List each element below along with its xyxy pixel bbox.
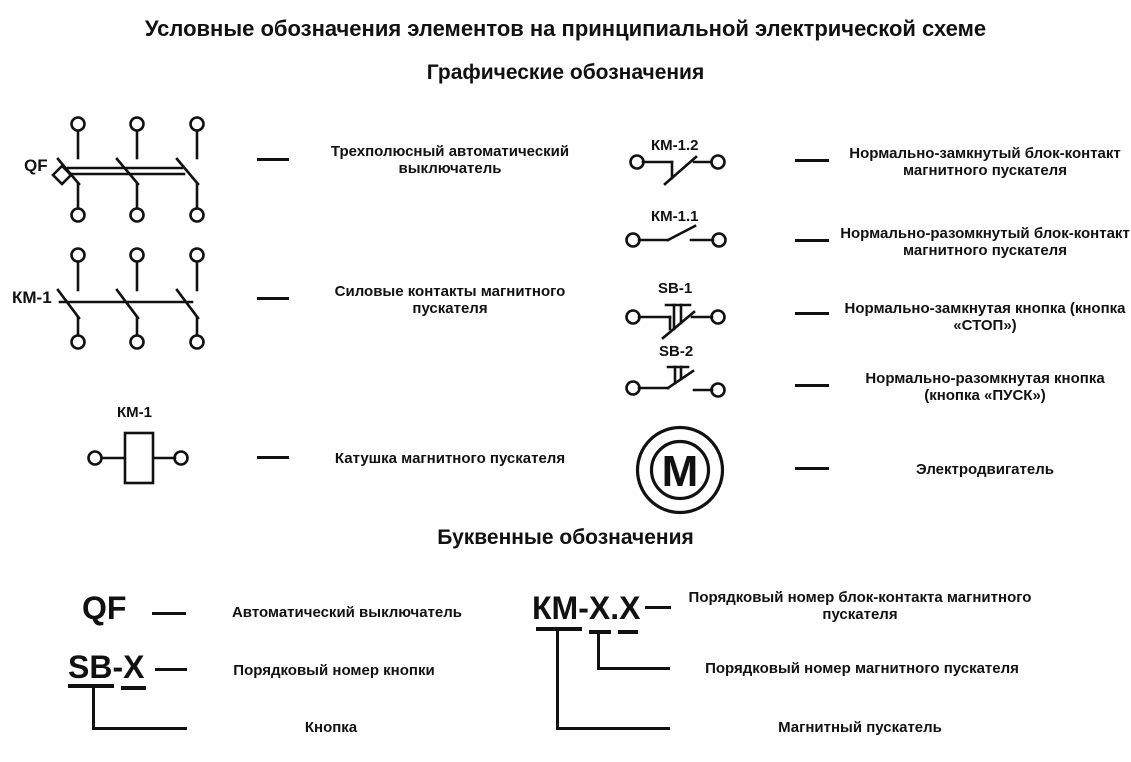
dash-line xyxy=(152,612,186,615)
power-contacts-description: Силовые контакты магнитного пускателя xyxy=(334,283,566,318)
letter-code-sbx: SB-X xyxy=(68,649,145,685)
callout-line-horizontal xyxy=(556,727,670,730)
coil-terminals xyxy=(87,450,189,466)
contacts-pole-1 xyxy=(56,247,86,350)
three-pole-breaker-symbol xyxy=(51,116,205,223)
normally-open-button-symbol xyxy=(625,365,726,398)
qf-description: Автоматический выключатель xyxy=(231,604,463,621)
motor-description: Электродвигатель xyxy=(916,461,1054,478)
letter-code-qf: QF xyxy=(82,590,127,626)
dash-line xyxy=(795,467,829,470)
button-actuator-icon xyxy=(666,365,690,385)
coil-label: КМ-1 xyxy=(117,404,152,421)
breaker-pole-3 xyxy=(175,116,205,223)
nc-block-contact-description: Нормально-замкнутый блок-контакт магнитн… xyxy=(849,145,1121,180)
normally-open-contact-symbol xyxy=(625,224,727,248)
dash-line xyxy=(155,668,187,671)
nc-block-contact-label: КМ-1.2 xyxy=(651,137,699,154)
power-contacts-label: КМ-1 xyxy=(12,288,52,307)
motor-inner-circle xyxy=(649,439,711,501)
button-actuator-icon xyxy=(664,303,692,331)
underline-x1 xyxy=(589,630,611,634)
dash-line xyxy=(645,606,671,609)
dash-line xyxy=(795,239,829,242)
normally-closed-button-symbol xyxy=(625,303,726,340)
dash-line xyxy=(795,159,829,162)
coil-body xyxy=(123,431,155,485)
underline-x2 xyxy=(618,630,638,634)
underline-sb xyxy=(68,684,114,688)
dash-line xyxy=(257,297,289,300)
breaker-pole-1 xyxy=(56,116,86,223)
kmxx-description-starter-number: Порядковый номер магнитного пускателя xyxy=(705,660,1019,677)
breaker-description: Трехполюсный автоматический выключатель xyxy=(330,143,570,178)
section-heading-graphic: Графические обозначения xyxy=(426,61,705,84)
coil-description: Катушка магнитного пускателя xyxy=(334,450,566,467)
no-button-description: Нормально-разомкнутая кнопка (кнопка «ПУ… xyxy=(865,370,1105,405)
callout-line-vertical xyxy=(597,632,600,670)
breaker-linkage-bar xyxy=(51,164,186,186)
no-block-contact-label: КМ-1.1 xyxy=(651,208,699,225)
underline-km xyxy=(536,627,582,631)
nc-contact-lines xyxy=(629,154,726,186)
contacts-pole-2 xyxy=(115,247,145,350)
nc-button-label: SB-1 xyxy=(658,280,693,297)
dash-line xyxy=(795,384,829,387)
dash-line xyxy=(795,312,829,315)
normally-closed-contact-symbol xyxy=(629,154,726,186)
sbx-description-button: Кнопка xyxy=(304,719,358,736)
motor-symbol: M xyxy=(635,425,725,515)
breaker-handle-icon xyxy=(51,164,73,186)
nc-button-description: Нормально-замкнутая кнопка (кнопка «СТОП… xyxy=(844,300,1126,335)
callout-line-horizontal xyxy=(597,667,670,670)
page-title: Условные обозначения элементов на принци… xyxy=(144,16,987,41)
callout-line-vertical xyxy=(556,630,559,730)
motor-letter: M xyxy=(662,447,699,496)
letter-code-kmxx: КМ-X.X xyxy=(532,590,641,626)
nc-button-contact-lines xyxy=(625,309,726,340)
underline-x xyxy=(121,686,146,690)
no-contact-lines xyxy=(625,224,727,248)
callout-line-horizontal xyxy=(92,727,187,730)
no-block-contact-description: Нормально-разомкнутый блок-контакт магни… xyxy=(840,225,1130,260)
kmxx-description-starter: Магнитный пускатель xyxy=(778,719,942,736)
power-contacts-symbol xyxy=(56,247,205,350)
contacts-pole-3 xyxy=(175,247,205,350)
section-heading-letter: Буквенные обозначения xyxy=(437,526,694,549)
dash-line xyxy=(257,456,289,459)
sbx-description-number: Порядковый номер кнопки xyxy=(233,662,435,679)
breaker-label: QF xyxy=(24,156,48,175)
no-button-label: SB-2 xyxy=(659,343,694,360)
breaker-pole-2 xyxy=(115,116,145,223)
motor-outer-circle xyxy=(635,425,725,515)
contactor-coil-symbol xyxy=(87,431,189,485)
callout-line-vertical xyxy=(92,687,95,730)
kmxx-description-block-contact: Порядковый номер блок-контакта магнитног… xyxy=(688,589,1032,624)
dash-line xyxy=(257,158,289,161)
